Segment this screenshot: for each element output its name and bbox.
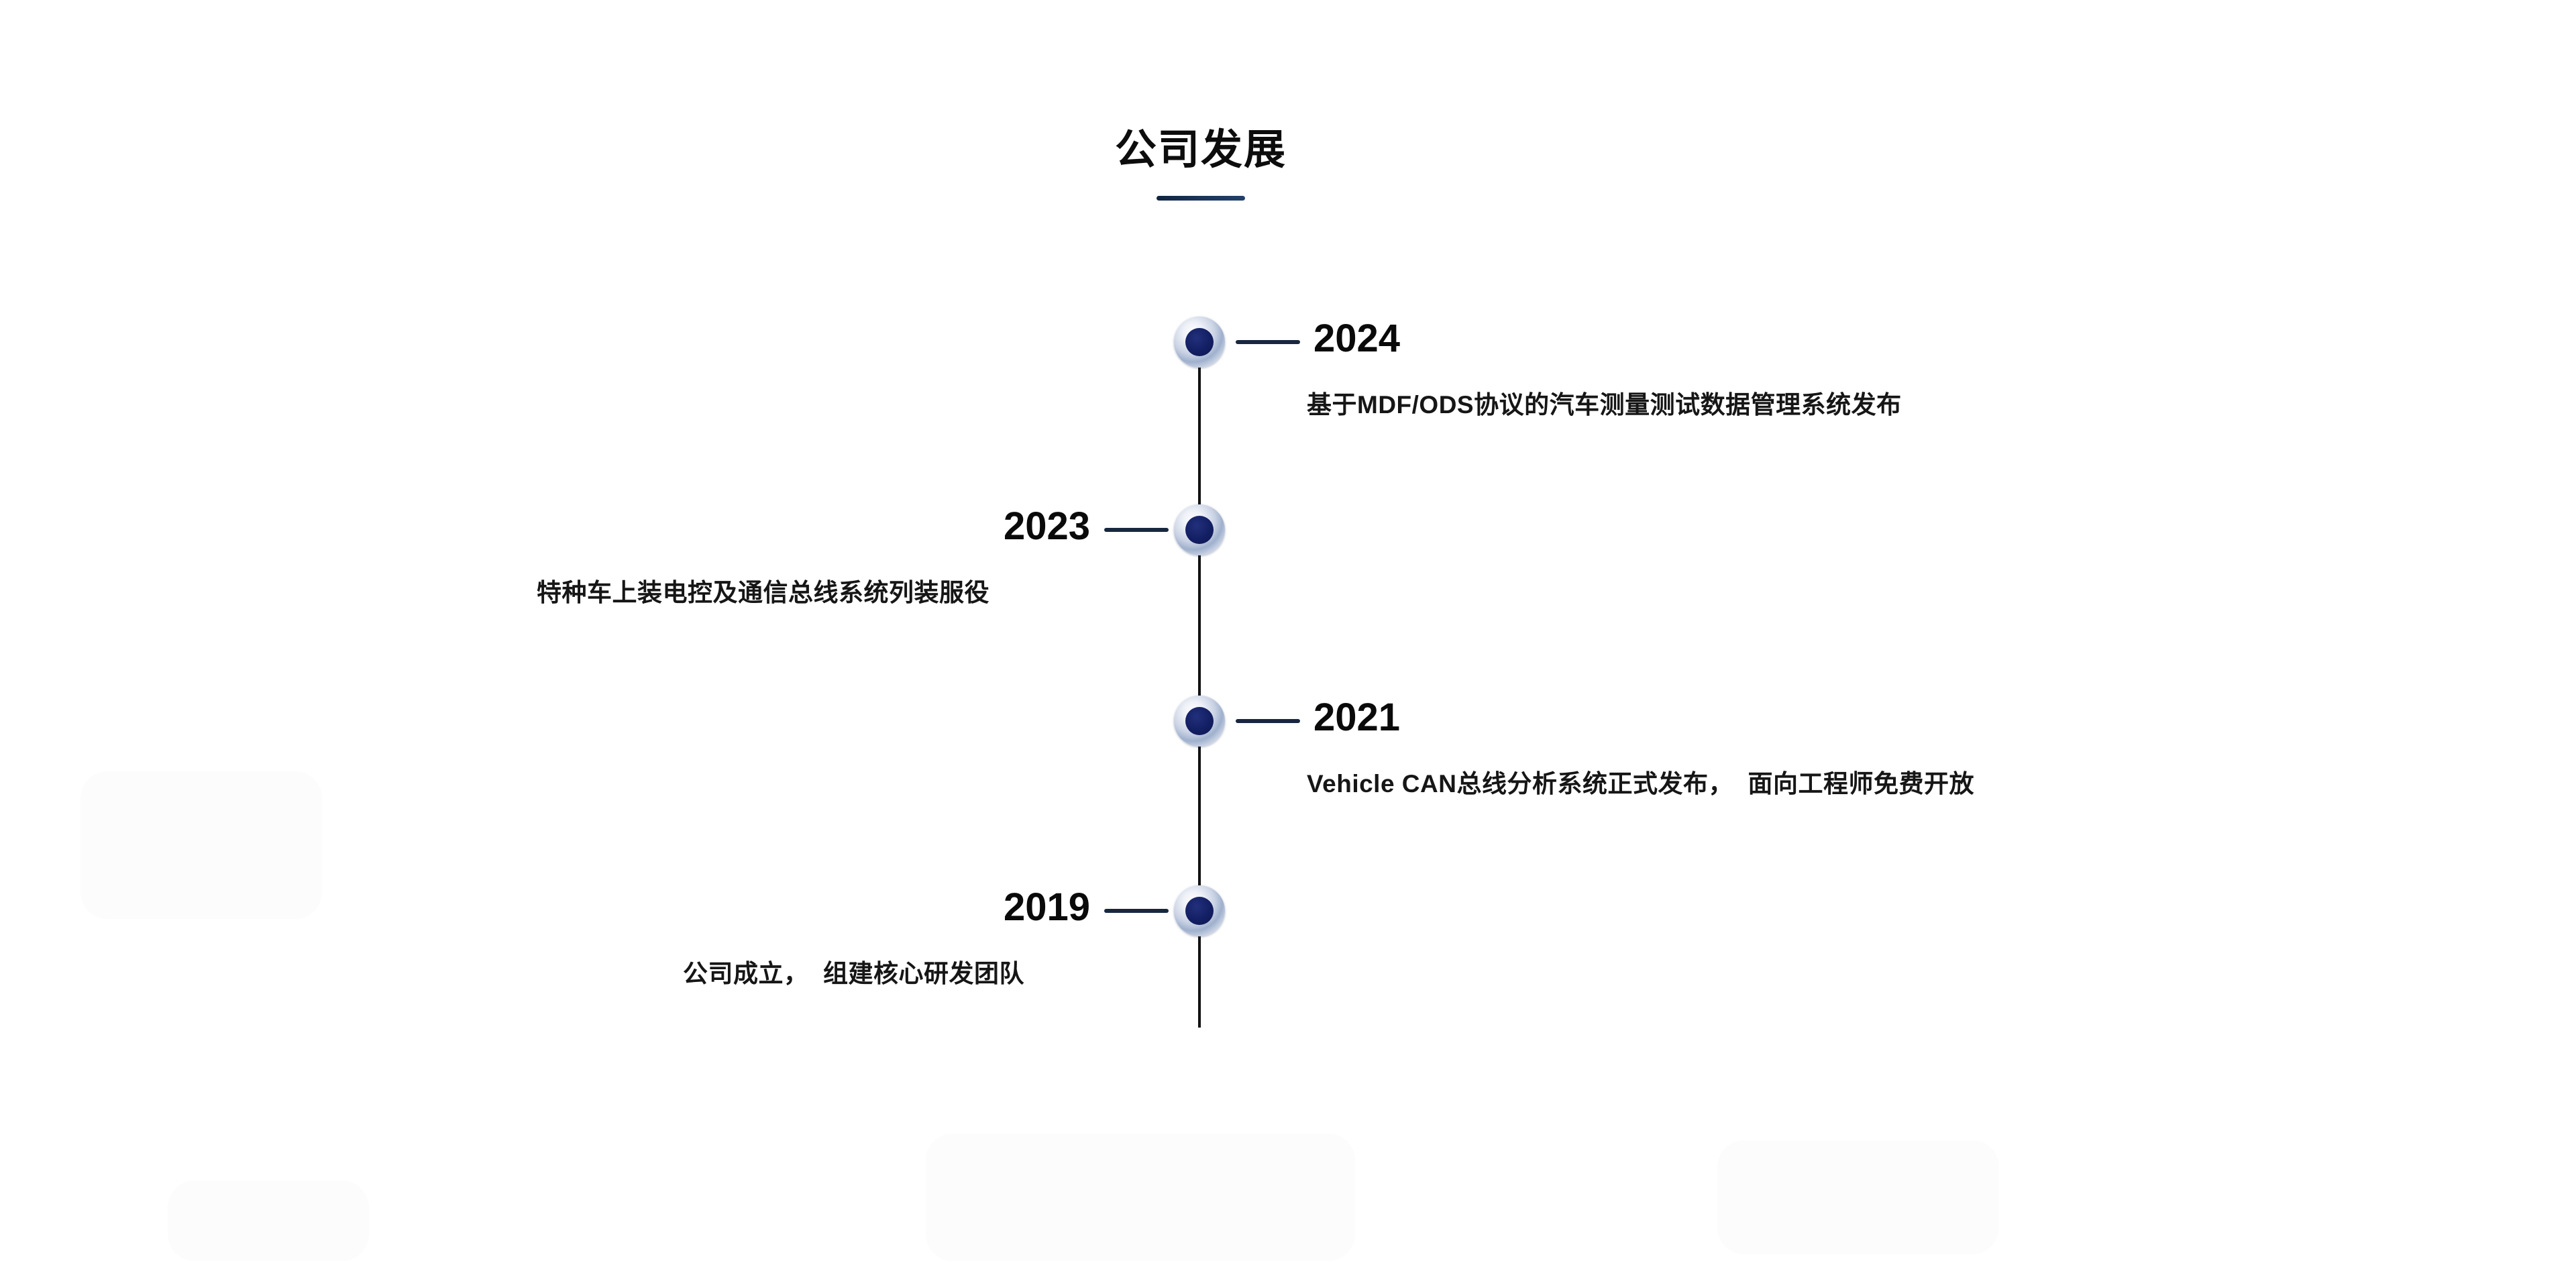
timeline-dot-icon[interactable]	[1174, 504, 1225, 555]
background-watermark	[80, 771, 322, 919]
background-watermark	[1717, 1140, 1999, 1254]
background-watermark	[168, 1180, 369, 1261]
timeline-connector-dash	[1104, 528, 1169, 532]
title-underline-rule	[1157, 196, 1245, 201]
milestone-year: 2021	[1313, 696, 1401, 739]
milestone-year: 2019	[1003, 885, 1090, 929]
timeline-dot-icon[interactable]	[1174, 317, 1225, 368]
timeline-axis-line	[1198, 342, 1201, 1028]
timeline-dot-icon[interactable]	[1174, 696, 1225, 747]
milestone-description: 公司成立， 组建核心研发团队	[683, 960, 1025, 987]
timeline-connector-dash	[1104, 909, 1169, 913]
timeline-connector-dash	[1236, 340, 1300, 344]
timeline-connector-dash	[1236, 719, 1300, 723]
background-watermark	[926, 1134, 1355, 1261]
milestone-description: 特种车上装电控及通信总线系统列装服役	[537, 579, 989, 606]
milestone-description: 基于MDF/ODS协议的汽车测量测试数据管理系统发布	[1307, 391, 1902, 419]
milestone-description: Vehicle CAN总线分析系统正式发布， 面向工程师免费开放	[1307, 770, 1975, 798]
milestone-year: 2024	[1313, 317, 1401, 360]
title-block: 公司发展	[912, 127, 1489, 201]
timeline-dot-icon[interactable]	[1174, 885, 1225, 936]
page-title: 公司发展	[1114, 127, 1287, 173]
milestone-year: 2023	[1003, 504, 1090, 548]
